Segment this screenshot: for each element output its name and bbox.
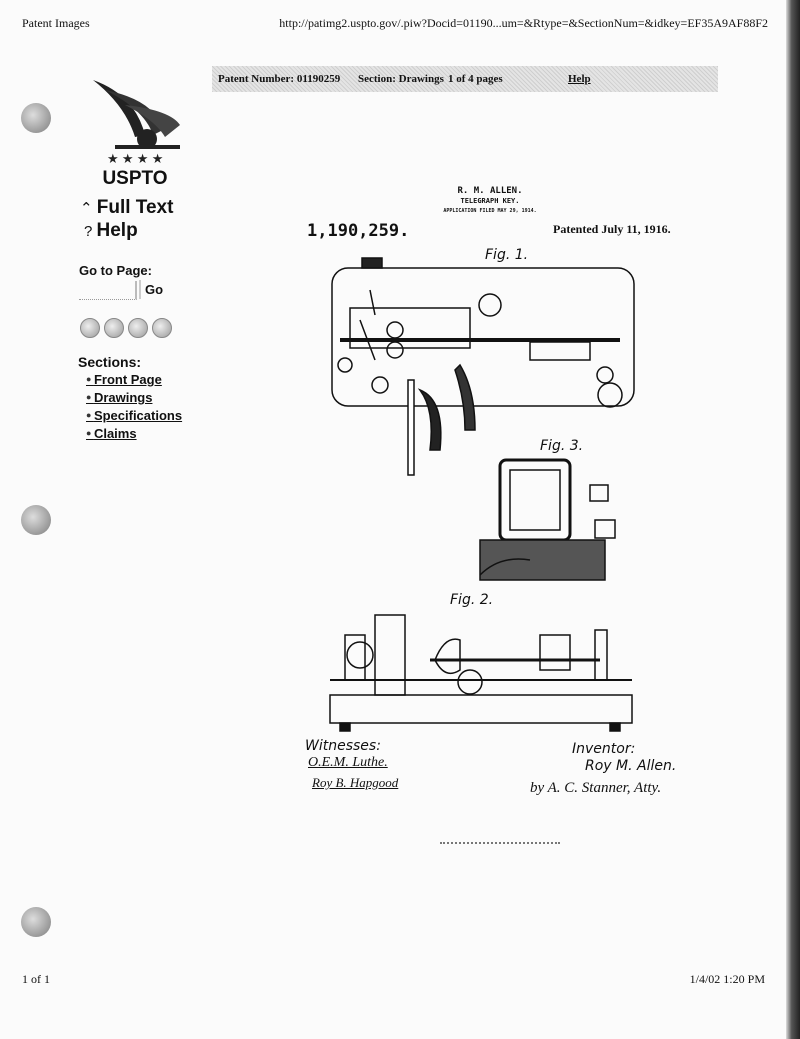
go-button[interactable]: Go <box>139 280 167 299</box>
help-label: Help <box>96 220 138 241</box>
toolbar: Patent Number: 01190259 Section: Drawing… <box>212 66 718 92</box>
svg-text:★ ★ ★ ★: ★ ★ ★ ★ <box>107 151 163 165</box>
sections-list: Front Page Drawings Specifications Claim… <box>86 372 182 444</box>
last-page-icon[interactable] <box>152 318 172 338</box>
footer-datetime: 1/4/02 1:20 PM <box>689 972 765 986</box>
inventor-signature: Roy M. Allen. <box>585 758 677 774</box>
full-text-label: Full Text <box>96 197 174 218</box>
up-arrow-icon: ⌃ <box>80 200 97 217</box>
punch-hole <box>21 907 51 937</box>
inventor-label: Inventor: <box>572 741 636 757</box>
patented-date: Patented July 11, 1916. <box>553 222 671 236</box>
witnesses-label: Witnesses: <box>305 738 381 754</box>
question-icon: ? <box>84 223 97 240</box>
drawing-heading: R. M. ALLEN. TELEGRAPH KEY. APPLICATION … <box>420 186 560 216</box>
full-text-link[interactable]: ⌃ Full Text <box>80 197 173 219</box>
scan-edge <box>786 0 800 1039</box>
patent-drawing <box>329 257 635 732</box>
fig1-label: Fig. 1. <box>485 247 529 263</box>
prev-page-icon[interactable] <box>104 318 124 338</box>
help-link[interactable]: Help <box>568 73 591 85</box>
uspto-logo[interactable]: ★ ★ ★ ★ USPTO <box>85 75 185 189</box>
goto-label: Go to Page: <box>79 263 152 278</box>
patent-number-text: 1,190,259. <box>307 221 410 241</box>
footer-page: 1 of 1 <box>22 972 50 986</box>
eagle-icon: ★ ★ ★ ★ <box>93 80 180 166</box>
attorney-signature: by A. C. Stanner, Atty. <box>530 780 662 796</box>
fig2-label: Fig. 2. <box>450 592 494 608</box>
page-nav-buttons <box>80 318 176 343</box>
page-url: http://patimg2.uspto.gov/.piw?Docid=0119… <box>279 16 768 30</box>
witness-signature-2: Roy B. Hapgood <box>312 775 399 790</box>
section-specifications[interactable]: Specifications <box>86 408 182 423</box>
printer-mark <box>440 842 560 844</box>
first-page-icon[interactable] <box>80 318 100 338</box>
witness-signature-1: O.E.M. Luthe. <box>308 755 388 770</box>
patent-number: Patent Number: 01190259 <box>218 73 341 85</box>
page-title: Patent Images <box>22 16 90 30</box>
section-label: Section: Drawings <box>358 73 444 85</box>
next-page-icon[interactable] <box>128 318 148 338</box>
help-nav-link[interactable]: ? Help <box>84 220 138 242</box>
section-drawings[interactable]: Drawings <box>86 390 182 405</box>
sections-label: Sections: <box>78 354 142 370</box>
section-front-page[interactable]: Front Page <box>86 372 182 387</box>
patent-title: TELEGRAPH KEY. <box>460 197 520 205</box>
punch-hole <box>21 505 51 535</box>
logo-text: USPTO <box>102 168 168 189</box>
fig3-label: Fig. 3. <box>540 438 584 454</box>
page-count: 1 of 4 pages <box>448 73 503 85</box>
goto-page-input[interactable] <box>79 281 137 300</box>
section-claims[interactable]: Claims <box>86 426 182 441</box>
application-date: APPLICATION FILED MAY 29, 1914. <box>443 208 537 214</box>
punch-hole <box>21 103 51 133</box>
inventor-name: R. M. ALLEN. <box>457 186 523 196</box>
